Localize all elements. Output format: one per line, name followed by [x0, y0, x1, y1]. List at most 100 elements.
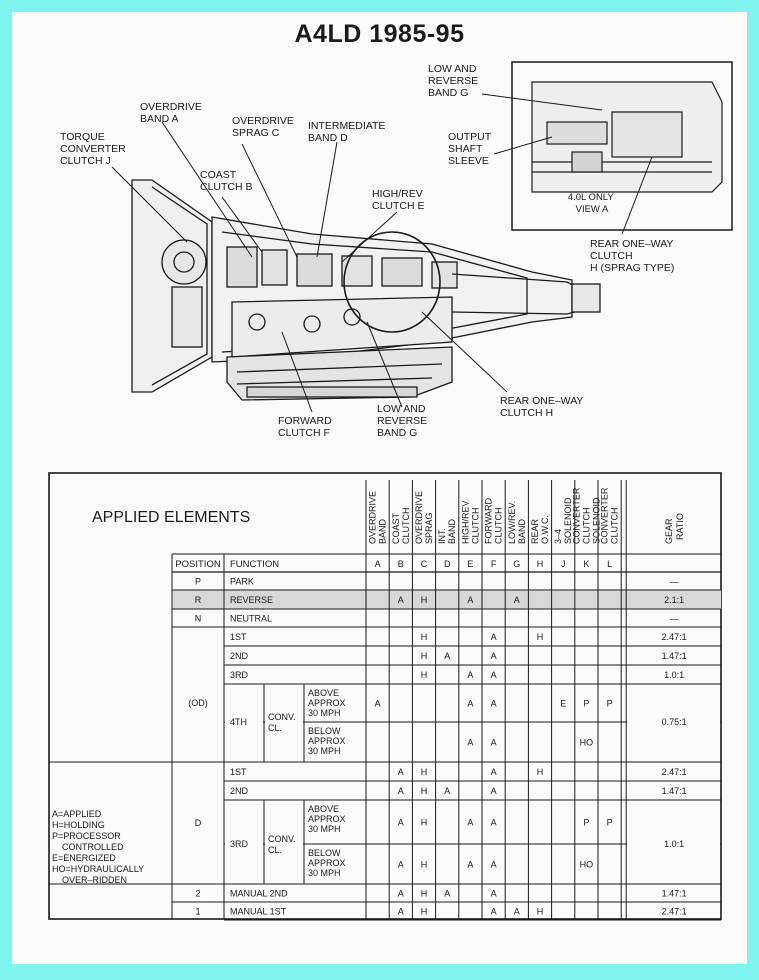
cell-k: P: [583, 699, 589, 709]
element-header-b: COAST: [391, 512, 401, 544]
cell-c: H: [421, 818, 428, 828]
gear-ratio: 1.47:1: [662, 889, 687, 899]
condition-text: 30 MPH: [308, 708, 341, 718]
merge-mask: [627, 843, 720, 845]
leader-lines: [111, 93, 653, 413]
element-letter-d: D: [444, 559, 451, 569]
cell-b: A: [398, 907, 404, 917]
condition-text: APPROX: [308, 698, 346, 708]
cell-k: HO: [580, 738, 594, 748]
element-letter-c: C: [421, 559, 428, 569]
element-header-f: FORWARD: [484, 498, 494, 544]
cell-f: A: [491, 651, 497, 661]
function-label: NEUTRAL: [230, 614, 272, 624]
element-letter-k: K: [583, 559, 589, 569]
cell-a: A: [375, 699, 381, 709]
element-header-g: LOW/REV.: [507, 501, 517, 544]
element-header-h: REAR: [530, 518, 540, 544]
element-header-g: BAND: [517, 518, 527, 544]
cell-d: A: [444, 786, 450, 796]
cell-b: A: [398, 860, 404, 870]
function-label: 3RD: [230, 839, 249, 849]
element-letter-h: H: [537, 559, 544, 569]
cell-f: A: [491, 699, 497, 709]
function-label: MANUAL 2ND: [230, 889, 288, 899]
cell-b: A: [398, 767, 404, 777]
gear-header-line2: RATIO: [675, 513, 685, 540]
element-header-d: BAND: [447, 518, 457, 544]
cell-e: A: [467, 595, 473, 605]
gear-ratio: 0.75:1: [662, 717, 687, 727]
condition-text: BELOW: [308, 726, 341, 736]
cell-e: A: [467, 860, 473, 870]
merge-mask: [265, 843, 303, 845]
applied-elements-table: APPLIED ELEMENTS OVERDRIVE BAND A COAST CLUTC…: [48, 472, 722, 922]
function-label: 2ND: [230, 786, 249, 796]
element-header-j: SOLENOID: [563, 497, 573, 544]
condition-text: APPROX: [308, 858, 346, 868]
element-header-k: CLUTCH: [581, 507, 591, 544]
cell-g: A: [514, 907, 520, 917]
cell-l: P: [607, 699, 613, 709]
gear-ratio: 2.47:1: [662, 767, 687, 777]
gear-ratio: 2.47:1: [662, 907, 687, 917]
cell-b: A: [398, 889, 404, 899]
cell-d: A: [444, 889, 450, 899]
function-header: FUNCTION: [230, 559, 279, 570]
function-label: 3RD: [230, 670, 249, 680]
element-header-a: OVERDRIVE: [368, 491, 378, 544]
element-header-l: CLUTCH: [610, 507, 620, 544]
function-label: PARK: [230, 577, 254, 587]
cell-c: H: [421, 632, 428, 642]
reverse-row-shade: [172, 590, 721, 609]
element-header-f: CLUTCH: [494, 507, 504, 544]
inset-caption: 4.0L ONLY VIEW A: [568, 192, 616, 215]
legend-line: OVER–RIDDEN: [62, 875, 127, 885]
cell-f: A: [491, 632, 497, 642]
table-heading: APPLIED ELEMENTS: [92, 509, 250, 526]
gear-ratio: 1.47:1: [662, 786, 687, 796]
gear-ratio: 1.47:1: [662, 651, 687, 661]
cell-f: A: [491, 786, 497, 796]
element-header-j: 3–4: [553, 529, 563, 544]
cell-f: A: [491, 860, 497, 870]
merge-mask: [225, 721, 263, 723]
element-letter-f: F: [491, 559, 497, 569]
gear-ratio: —: [670, 614, 679, 624]
legend-line: A=APPLIED: [52, 809, 102, 819]
cell-c: H: [421, 860, 428, 870]
cell-e: A: [467, 699, 473, 709]
transmission-cutaway: [131, 179, 601, 401]
condition-text: 30 MPH: [308, 824, 341, 834]
condition-text: 30 MPH: [308, 746, 341, 756]
function-label: REVERSE: [230, 595, 273, 605]
condition-text: ABOVE: [308, 804, 339, 814]
cell-c: H: [421, 767, 428, 777]
cell-b: A: [398, 818, 404, 828]
cell-g: A: [514, 595, 520, 605]
cell-c: H: [421, 907, 428, 917]
element-header-h: O.W.C.: [540, 515, 550, 544]
function-label: MANUAL 1ST: [230, 907, 287, 917]
merge-mask: [627, 721, 720, 723]
position-header: POSITION: [175, 559, 221, 570]
element-letter-a: A: [375, 559, 381, 569]
cell-c: H: [421, 595, 428, 605]
cell-c: H: [421, 651, 428, 661]
function-label: 1ST: [230, 632, 247, 642]
condition-text: ABOVE: [308, 688, 339, 698]
cell-f: A: [491, 738, 497, 748]
position-label: (OD): [188, 698, 208, 708]
condition-text: 30 MPH: [308, 868, 341, 878]
merge-mask: [225, 843, 263, 845]
